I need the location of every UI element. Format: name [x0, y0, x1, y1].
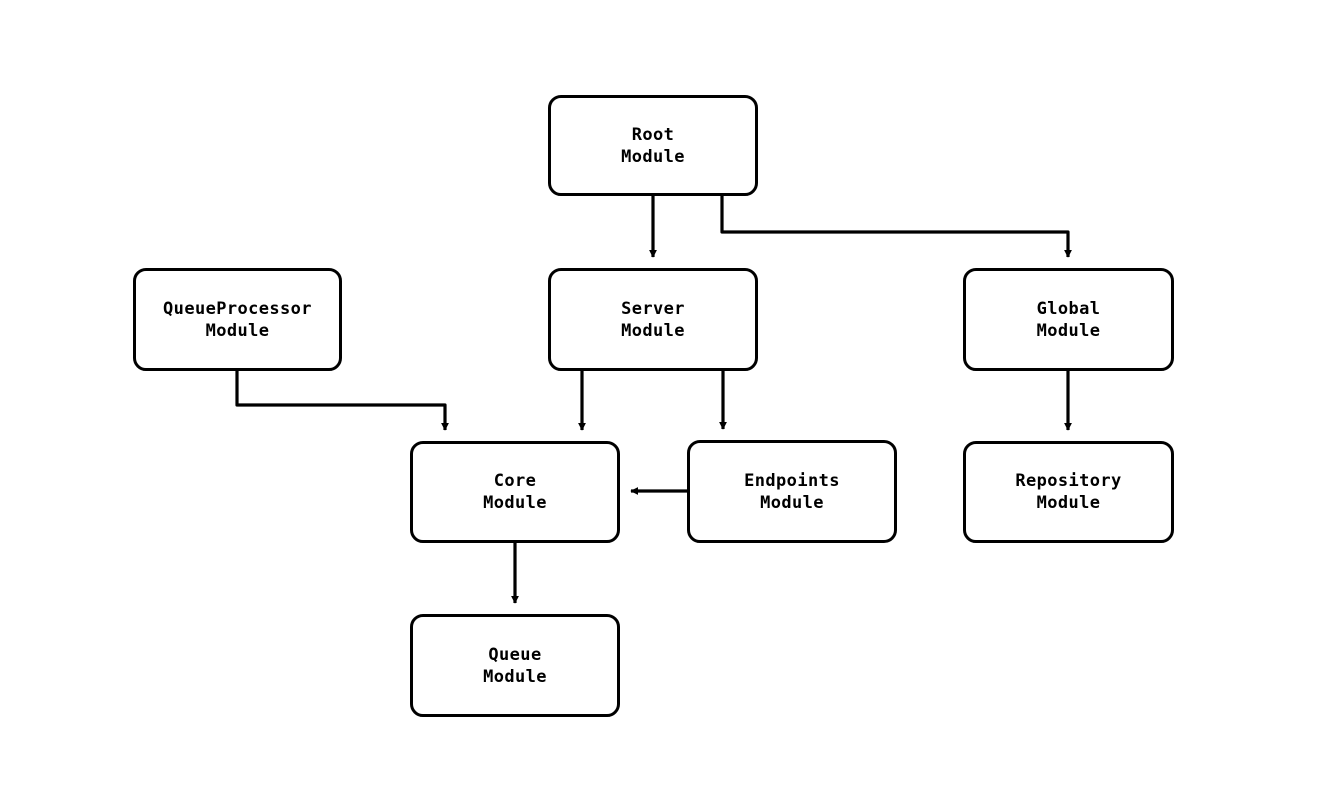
node-server-module[interactable]: Server Module [548, 268, 758, 371]
node-endpoints-module[interactable]: Endpoints Module [687, 440, 897, 543]
node-root-module[interactable]: Root Module [548, 95, 758, 196]
node-label-line2: Module [621, 320, 685, 341]
node-repository-module[interactable]: Repository Module [963, 441, 1174, 543]
node-label-line1: Endpoints [744, 470, 840, 491]
node-label-line2: Module [1036, 320, 1101, 341]
node-label-line1: Repository [1015, 471, 1122, 491]
node-global-module[interactable]: Global Module [963, 268, 1174, 371]
node-label-line2: Module [621, 146, 685, 167]
node-label-line1: Root [631, 124, 675, 145]
node-label-line2: Module [1036, 493, 1101, 513]
node-label-line2: Module [760, 492, 824, 513]
node-core-module[interactable]: Core Module [410, 441, 620, 543]
node-queue-module[interactable]: Queue Module [410, 614, 620, 717]
node-label-line1: Global [1036, 298, 1101, 319]
edge-root-to-global [720, 196, 1072, 258]
node-label-line1: QueueProcessor [163, 298, 312, 319]
edge-queueprocessor-to-core [235, 371, 449, 431]
node-label-line1: Core [493, 471, 537, 491]
node-label-line2: Module [483, 493, 547, 513]
node-queueprocessor-module[interactable]: QueueProcessor Module [133, 268, 342, 371]
node-label-line1: Queue [488, 644, 542, 665]
node-label-line1: Server [621, 298, 685, 319]
node-label-line2: Module [205, 320, 270, 341]
node-label-line2: Module [483, 666, 547, 687]
